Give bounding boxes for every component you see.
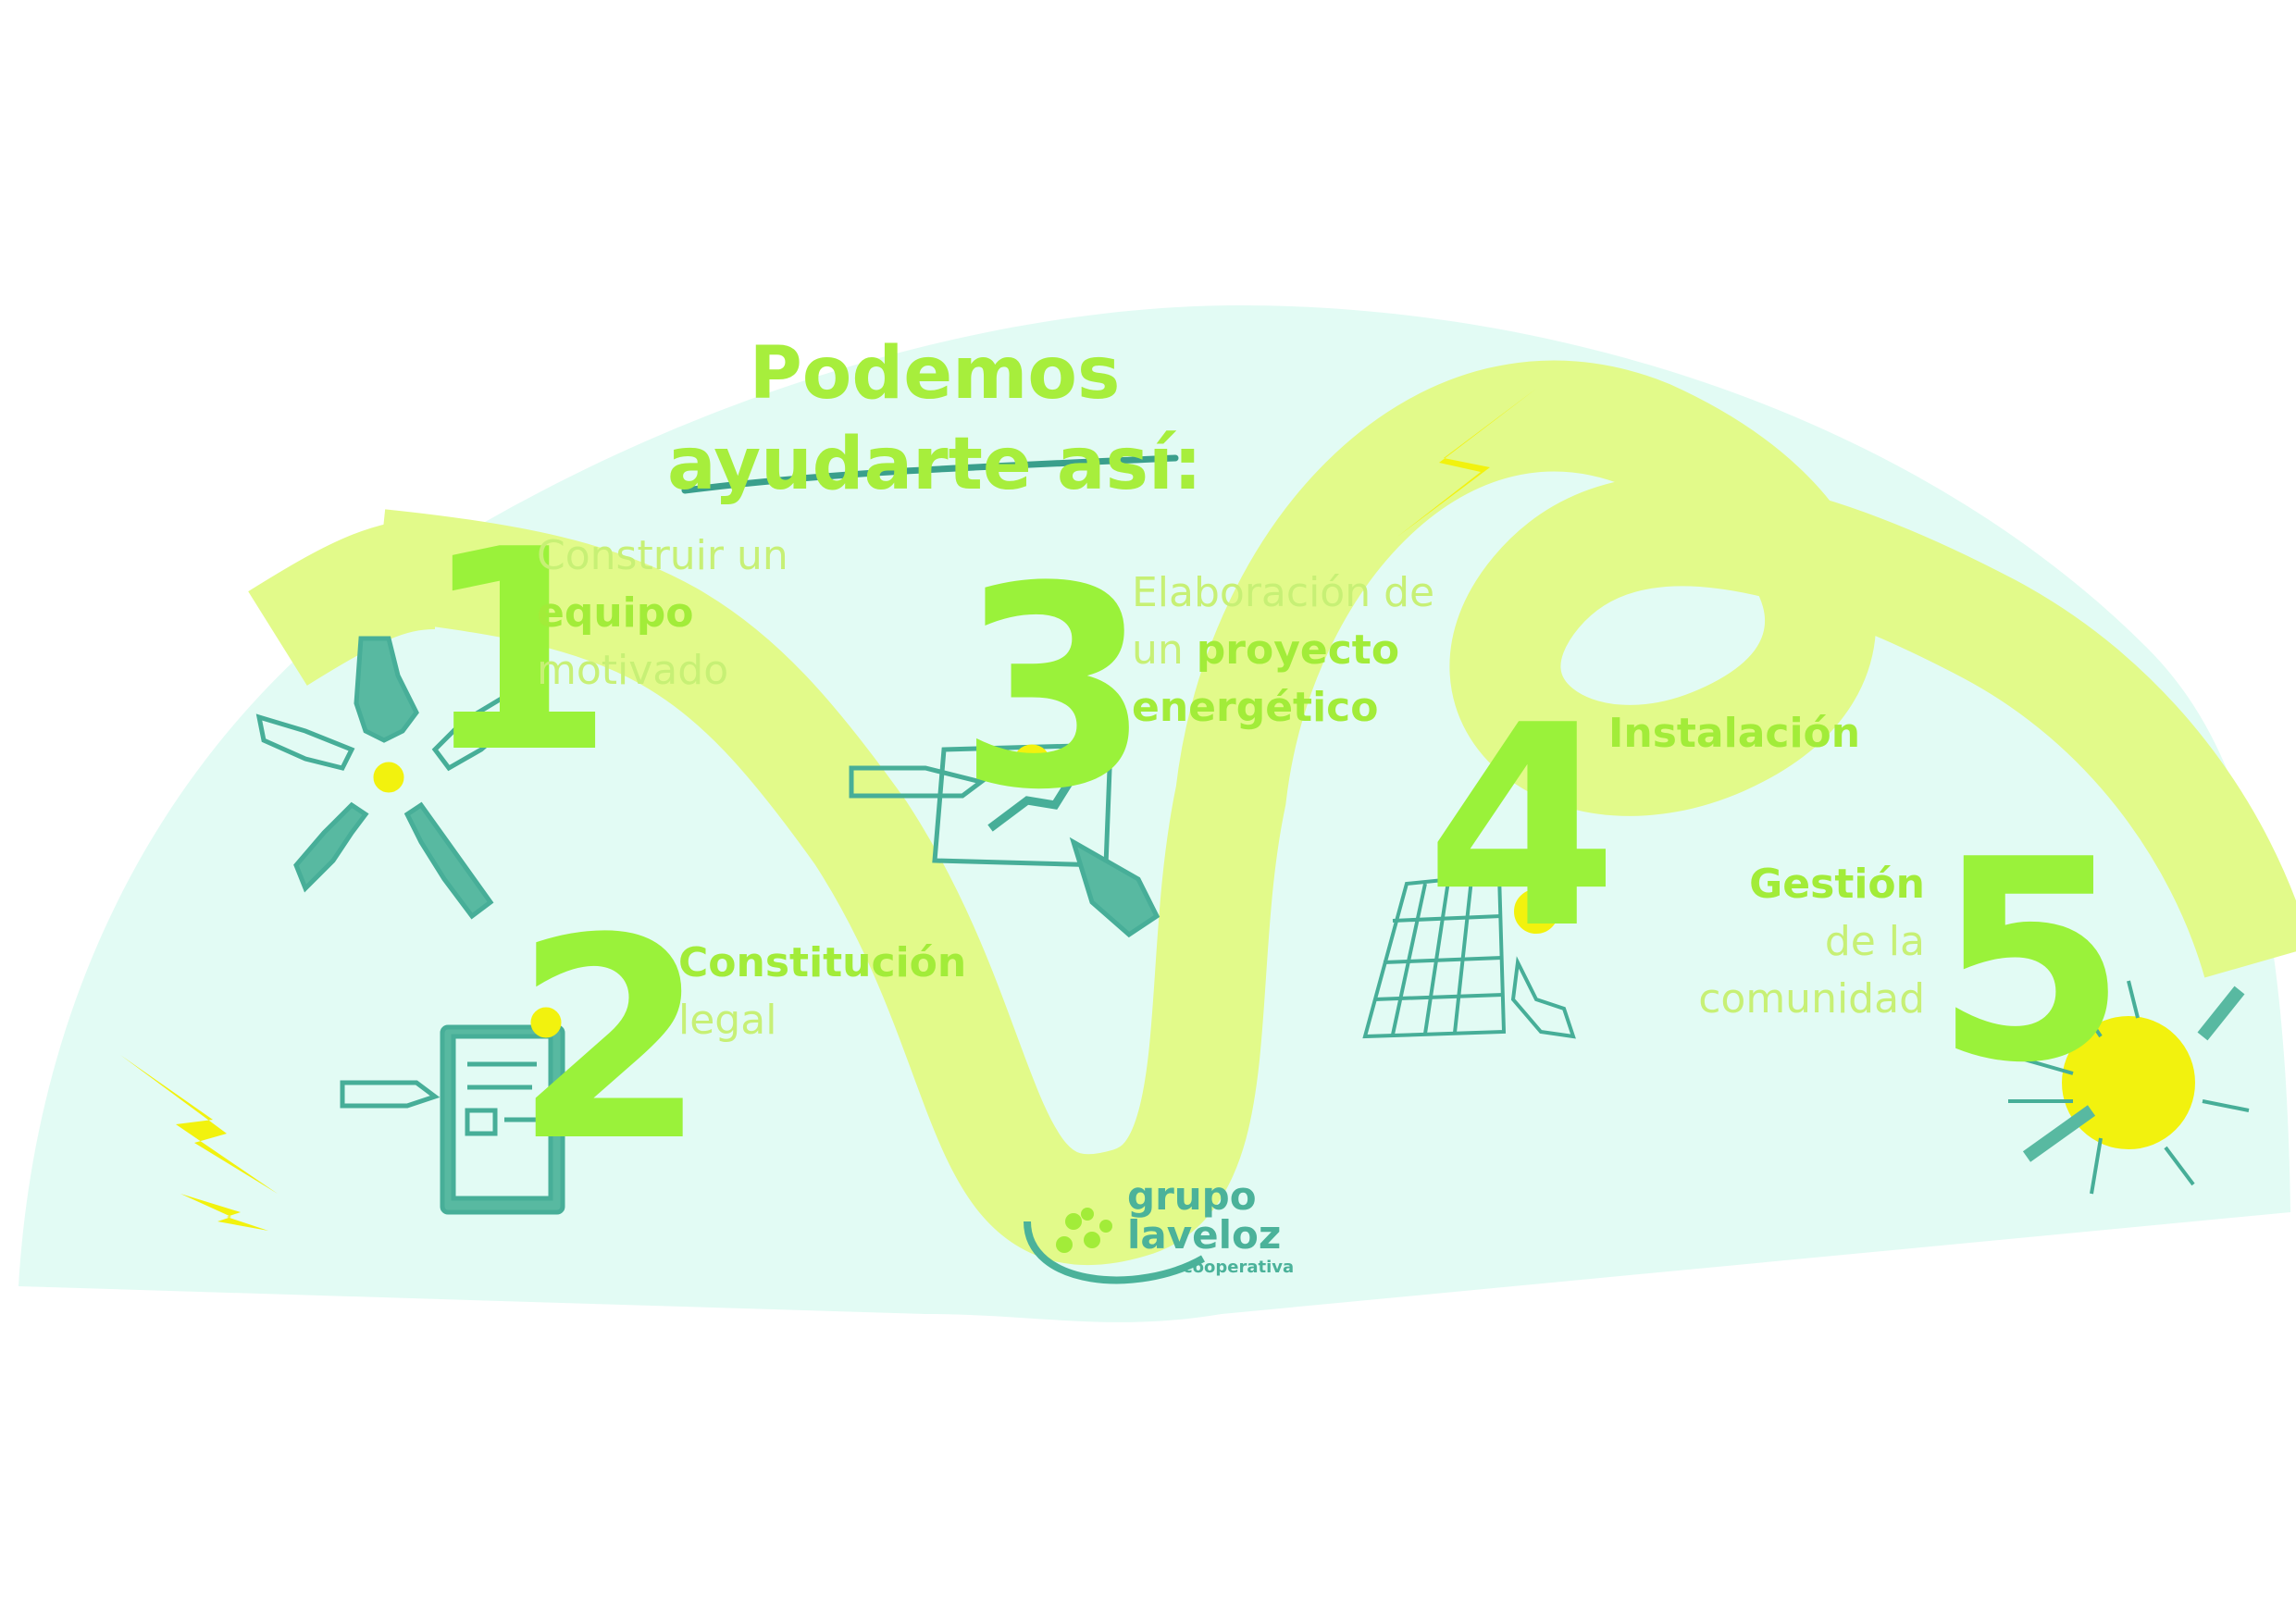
step-2-line-2: legal bbox=[678, 997, 777, 1044]
title-underline bbox=[681, 454, 1179, 494]
step-3-line-2b: proyecto bbox=[1196, 626, 1400, 674]
step-2-label: Constitución legal bbox=[678, 935, 966, 1049]
logo-line-3: cooperativa bbox=[1183, 1258, 1295, 1277]
step-1-line-3: motivado bbox=[537, 647, 729, 694]
step-5-label: Gestión de la comunidad bbox=[1647, 856, 1925, 1028]
step-1-label: Construir un equipo motivado bbox=[537, 527, 788, 700]
logo-line-1: grupo bbox=[1127, 1173, 1257, 1219]
step-1-line-1: Construir un bbox=[537, 532, 788, 579]
winding-path bbox=[373, 360, 2296, 1265]
lightning-icon bbox=[1397, 389, 1536, 537]
step-4-number: 4 bbox=[1425, 666, 1619, 989]
step-3-line-2a: un bbox=[1132, 626, 1197, 674]
legal-document-illustration bbox=[340, 1007, 565, 1215]
step-5-number: 5 bbox=[1934, 800, 2128, 1123]
team-hands-illustration bbox=[255, 636, 521, 920]
step-3-line-3: energético bbox=[1132, 684, 1379, 731]
step-3-line-1: Elaboración de bbox=[1132, 569, 1435, 616]
step-1-number: 1 bbox=[421, 490, 614, 813]
step-2-number: 2 bbox=[514, 879, 707, 1202]
step-5-line-1: Gestión bbox=[1749, 861, 1925, 908]
lightning-icon bbox=[180, 1194, 268, 1231]
page-title: Podemos ayudarte así: bbox=[611, 329, 1259, 510]
step-3-number: 3 bbox=[958, 527, 1151, 850]
step-1-line-2: equipo bbox=[537, 589, 694, 637]
step-2-line-1: Constitución bbox=[678, 939, 967, 986]
logo-line-2: laveloz bbox=[1127, 1212, 1282, 1258]
community-hands-illustration bbox=[2007, 980, 2250, 1195]
step-4-label: Instalación bbox=[1608, 705, 1860, 762]
logo-mark-icon bbox=[1024, 1208, 1205, 1284]
title-line-1: Podemos bbox=[749, 332, 1121, 415]
step-5-line-3: comunidad bbox=[1698, 975, 1925, 1023]
solar-panel-illustration bbox=[1362, 872, 1576, 1039]
lightning-icon bbox=[120, 1055, 278, 1194]
winding-path-left-tail bbox=[248, 518, 437, 686]
step-3-label: Elaboración de un proyecto energético bbox=[1132, 564, 1434, 737]
step-4-line-1: Instalación bbox=[1608, 710, 1861, 757]
title-line-2: ayudarte así: bbox=[667, 423, 1202, 506]
project-plan-illustration bbox=[849, 742, 1160, 938]
step-5-line-2: de la bbox=[1824, 918, 1925, 965]
